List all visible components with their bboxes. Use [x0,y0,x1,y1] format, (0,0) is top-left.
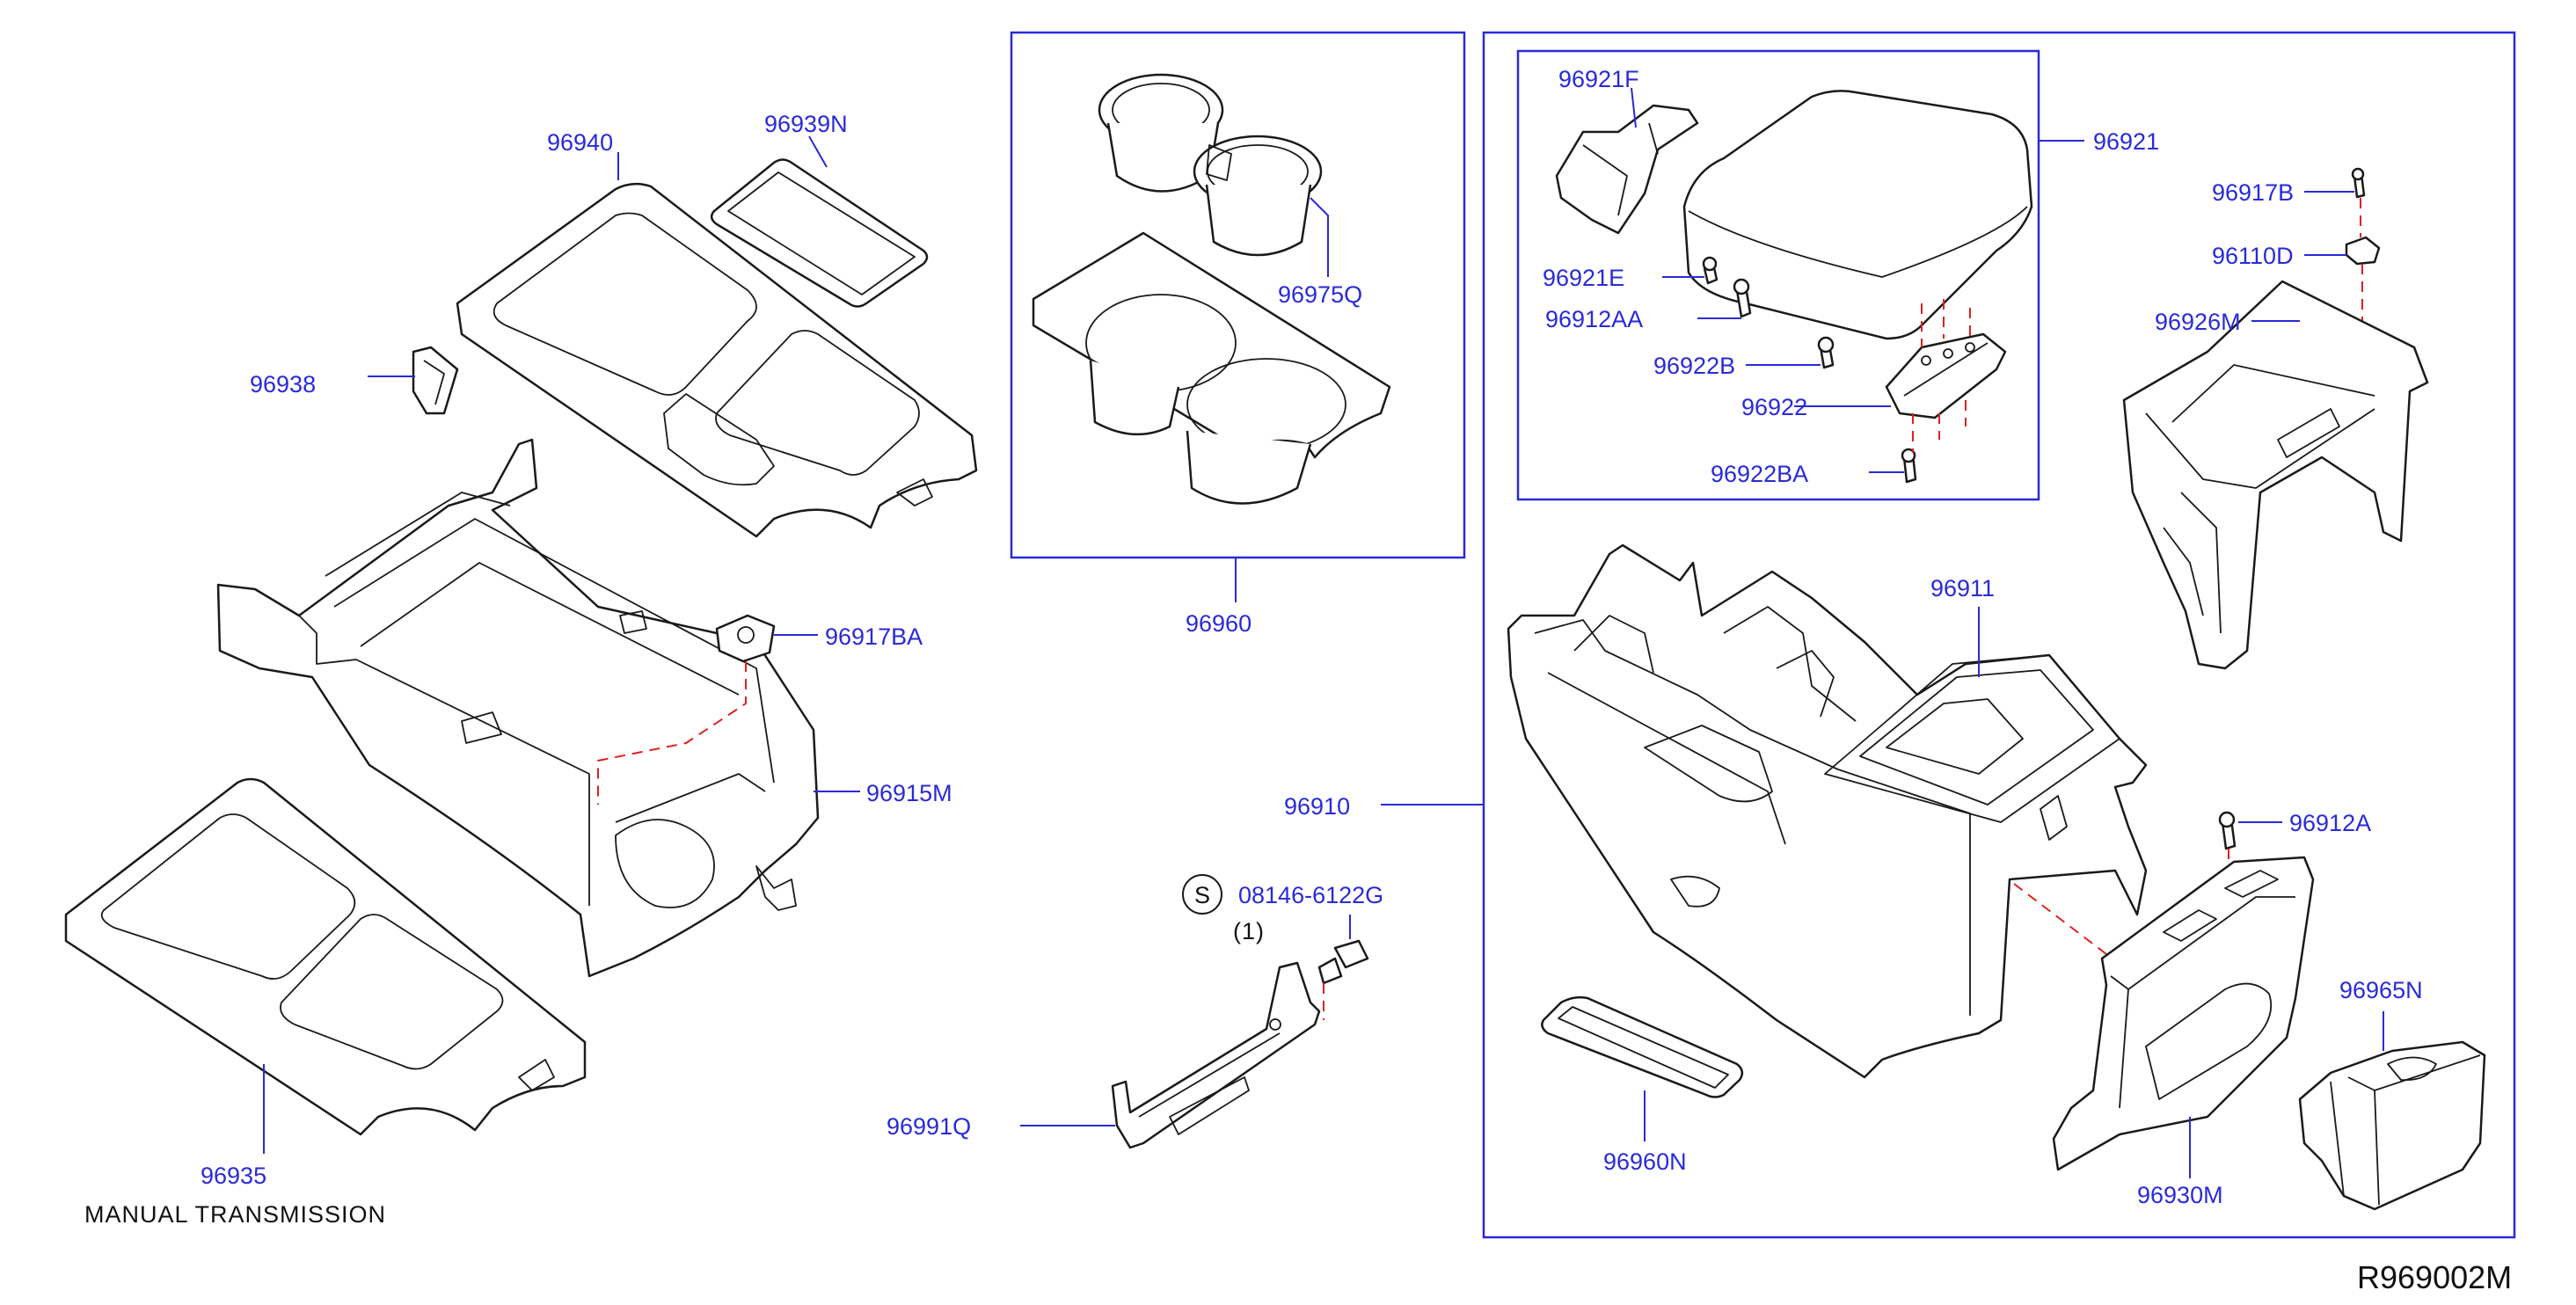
label-96960: 96960 [1186,610,1252,637]
ashtray-96965N [2298,1040,2486,1211]
cup-holder-group-frame [1010,31,1466,559]
console-body-96915M [216,438,820,978]
label-96921E: 96921E [1543,265,1624,291]
service-symbol: S [1182,874,1222,915]
leader-96939N [808,135,828,168]
assembly-line-96922 [1912,299,1971,453]
label-bolt-part-number: 08146-6122G [1238,882,1383,908]
assembly-line-96930M [2013,883,2107,955]
bracket-96926M [2122,280,2429,670]
label-96960N: 96960N [1603,1148,1687,1175]
console-box-96911 [1507,543,2148,1079]
leader-lines [263,87,2384,1178]
latch-96922 [1885,332,2007,419]
label-96917BA: 96917BA [825,623,923,650]
tray-mat-96939N [710,158,929,308]
label-96910: 96910 [1284,793,1350,820]
leader-96975Q [1310,197,1329,277]
armrest-subgroup-frame [1516,49,2040,501]
label-96917B: 96917B [2212,179,2294,206]
screw-96917B [2351,167,2366,199]
label-96911: 96911 [1930,575,1995,601]
armrest-lid-96921 [1682,90,2033,340]
bracket-96991Q [1111,961,1321,1149]
note-manual-transmission: MANUAL TRANSMISSION [84,1201,386,1228]
screw-96912A [2218,811,2237,850]
label-96912AA: 96912AA [1545,306,1643,332]
console-finisher-96940 [456,182,978,538]
tray-mat-96960N [1541,995,1744,1098]
label-96921F: 96921F [1558,66,1639,92]
clip-96110D [2345,236,2381,266]
label-96975Q: 96975Q [1278,281,1362,308]
label-96921: 96921 [2093,128,2159,155]
bolt-08146-6122G [1317,939,1369,985]
diagram-id: R969002M [2357,1259,2512,1295]
label-96915M: 96915M [866,780,952,806]
label-96939N: 96939N [764,111,848,137]
label-bolt-quantity: (1) [1233,918,1265,944]
screw-96921E [1702,256,1719,285]
label-96938: 96938 [250,371,316,397]
label-96926M: 96926M [2155,309,2241,335]
cup-holder-insert-96975Q [1098,73,1323,257]
label-96912A: 96912A [2289,810,2371,836]
hinge-96921F [1555,104,1699,235]
screw-96922B [1817,336,1835,369]
leader-96921F [1631,87,1637,128]
label-96110D: 96110D [2212,243,2294,269]
console-finisher-96935 [64,777,587,1136]
assembly-line-96917BA [597,661,747,805]
label-96965N: 96965N [2339,977,2423,1003]
console-assembly-frame [1482,31,2516,1239]
label-96940: 96940 [547,129,613,156]
label-96935: 96935 [201,1163,266,1189]
service-symbol-letter: S [1194,882,1211,908]
label-96922: 96922 [1741,394,1807,420]
clip-96938 [412,346,459,415]
label-96930M: 96930M [2137,1182,2223,1208]
rear-panel-96930M [2052,856,2315,1171]
screw-96912AA [1733,278,1752,318]
screw-96922BA [1901,448,1917,484]
label-96922BA: 96922BA [1711,461,1808,487]
cup-holder-base [1032,231,1391,505]
clip-96917BA [715,614,776,663]
label-96922B: 96922B [1653,353,1735,379]
label-96991Q: 96991Q [887,1113,971,1140]
